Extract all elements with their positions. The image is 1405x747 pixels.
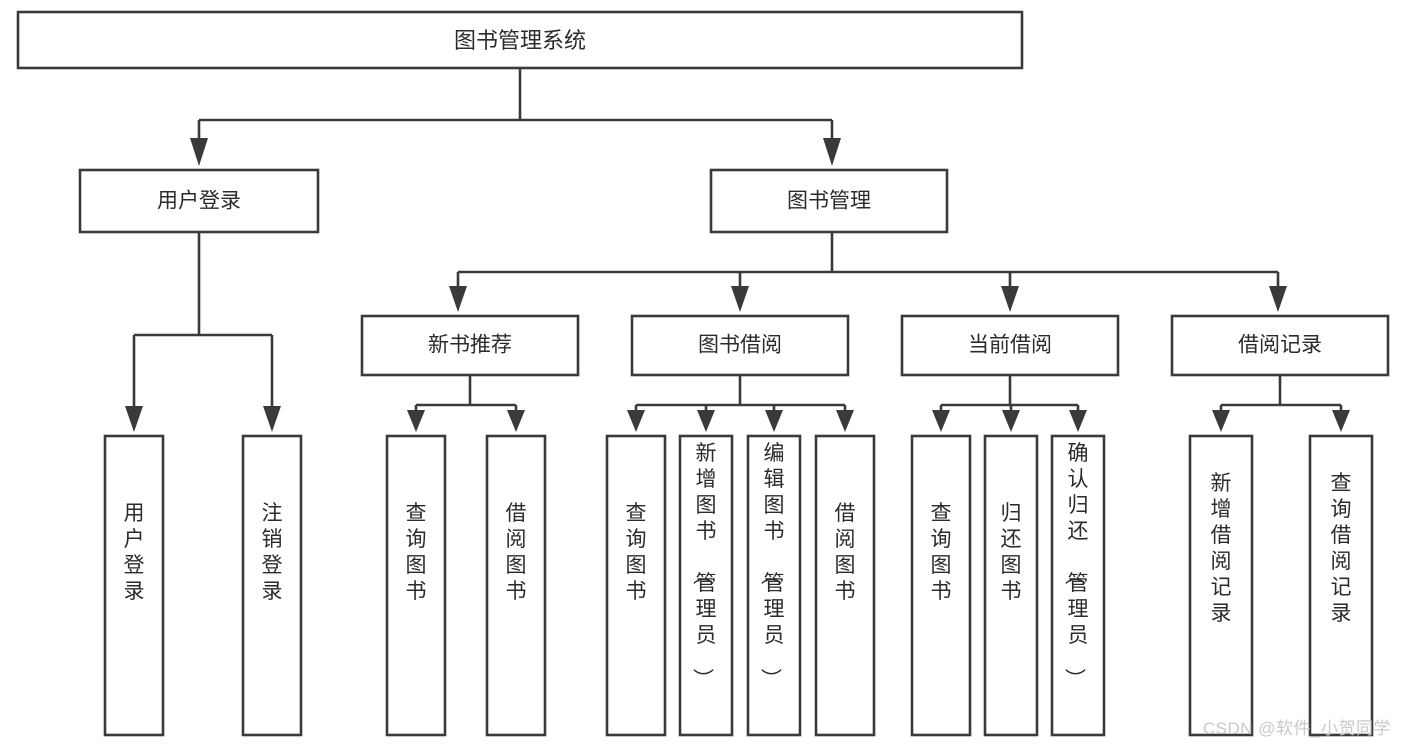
leaf-borrow-book-newbook-box[interactable] (485, 434, 547, 737)
node-user-login-box[interactable] (78, 168, 320, 234)
arrow-head-userlogin-leaf2 (263, 406, 281, 432)
leaf-query-book-borrow-label: 查询图书 (626, 502, 647, 603)
node-book-management-label: 图书管理 (787, 190, 871, 213)
leaf-borrow-book-borrow[interactable]: 借阅图书 (814, 434, 876, 737)
leaf-borrow-book-borrow-label: 借阅图书 (835, 502, 856, 603)
node-book-management-box[interactable] (709, 168, 949, 234)
leaf-user-login-label: 用户登录 (124, 502, 145, 603)
leaf-add-borrow-record-box[interactable] (1188, 434, 1254, 737)
leaf-logout[interactable]: 注销登录 (241, 434, 303, 737)
connector-layer (125, 68, 1350, 432)
arrow-head-current-leaf3 (1069, 410, 1087, 432)
leaf-confirm-return-admin[interactable]: 确认归还（管理员） (1050, 434, 1106, 737)
arrow-head-userlogin-leaf1 (125, 406, 143, 432)
node-borrow-records-box[interactable] (1170, 314, 1390, 377)
leaf-query-book-current-box[interactable] (910, 434, 972, 737)
leaf-add-book-admin-box[interactable] (678, 434, 734, 737)
leaf-add-book-admin[interactable]: 新增图书（管理员） (678, 434, 734, 737)
leaf-return-book-box[interactable] (983, 434, 1039, 737)
leaf-logout-box[interactable] (241, 434, 303, 737)
arrow-head-records (1269, 286, 1287, 312)
leaf-edit-book-admin-box[interactable] (746, 434, 802, 737)
node-book-borrow-label: 图书借阅 (698, 334, 782, 357)
leaf-add-book-admin-label: 新增图书（管理员） (691, 442, 717, 689)
leaf-return-book-label: 归还图书 (1001, 502, 1022, 603)
leaf-borrow-book-newbook-label: 借阅图书 (506, 502, 527, 603)
arrow-head-newbook (449, 286, 467, 312)
leaf-user-login-box[interactable] (103, 434, 165, 737)
leaf-confirm-return-admin-label: 确认归还（管理员） (1063, 442, 1089, 689)
node-new-book-recommend-label: 新书推荐 (428, 334, 512, 357)
leaf-query-book-newbook-box[interactable] (385, 434, 447, 737)
leaf-borrow-book-borrow-box[interactable] (814, 434, 876, 737)
node-current-borrow-box[interactable] (900, 314, 1120, 377)
leaf-add-borrow-record[interactable]: 新增借阅记录 (1188, 434, 1254, 737)
node-current-borrow-label: 当前借阅 (968, 334, 1052, 357)
node-new-book-recommend[interactable]: 新书推荐 (360, 314, 580, 377)
node-borrow-records-label: 借阅记录 (1238, 334, 1322, 357)
leaf-user-login[interactable]: 用户登录 (103, 434, 165, 737)
leaf-query-book-newbook-label: 查询图书 (406, 502, 427, 603)
arrow-head-borrow-leaf2 (697, 410, 715, 432)
leaf-logout-label: 注销登录 (262, 502, 283, 603)
arrow-head-borrow-leaf1 (627, 410, 645, 432)
arrow-head-records-leaf2 (1332, 410, 1350, 432)
arrow-head-borrow-leaf3 (765, 410, 783, 432)
node-root-label: 图书管理系统 (454, 28, 586, 53)
arrow-head-current-leaf2 (1002, 410, 1020, 432)
leaf-query-book-current[interactable]: 查询图书 (910, 434, 972, 737)
node-book-borrow-box[interactable] (630, 314, 850, 377)
node-root-box[interactable] (16, 10, 1024, 70)
leaf-query-borrow-record[interactable]: 查询借阅记录 (1308, 434, 1374, 737)
watermark-text: CSDN @软件_小贺同学 (1202, 719, 1391, 738)
node-current-borrow[interactable]: 当前借阅 (900, 314, 1120, 377)
node-user-login[interactable]: 用户登录 (78, 168, 320, 234)
node-borrow-records[interactable]: 借阅记录 (1170, 314, 1390, 377)
arrow-head-current (1001, 286, 1019, 312)
node-user-login-label: 用户登录 (157, 190, 241, 213)
node-root-system[interactable]: 图书管理系统 (16, 10, 1024, 70)
arrow-head-user-login (190, 138, 208, 166)
arrow-head-borrow-leaf4 (836, 410, 854, 432)
node-new-book-recommend-box[interactable] (360, 314, 580, 377)
leaf-query-borrow-record-box[interactable] (1308, 434, 1374, 737)
leaf-query-book-borrow[interactable]: 查询图书 (605, 434, 667, 737)
leaf-edit-book-admin[interactable]: 编辑图书（管理员） (746, 434, 802, 737)
node-book-borrow[interactable]: 图书借阅 (630, 314, 850, 377)
leaf-confirm-return-admin-box[interactable] (1050, 434, 1106, 737)
arrow-head-borrow (731, 286, 749, 312)
leaf-query-borrow-record-label: 查询借阅记录 (1331, 472, 1352, 625)
arrow-head-book-mgmt (823, 138, 841, 166)
node-book-management[interactable]: 图书管理 (709, 168, 949, 234)
leaf-query-book-current-label: 查询图书 (931, 502, 952, 603)
leaf-return-book[interactable]: 归还图书 (983, 434, 1039, 737)
leaf-add-borrow-record-label: 新增借阅记录 (1211, 472, 1232, 625)
arrow-head-newbook-leaf1 (407, 410, 425, 432)
arrow-head-newbook-leaf2 (507, 410, 525, 432)
leaf-query-book-newbook[interactable]: 查询图书 (385, 434, 447, 737)
leaf-query-book-borrow-box[interactable] (605, 434, 667, 737)
arrow-head-records-leaf1 (1212, 410, 1230, 432)
leaf-edit-book-admin-label: 编辑图书（管理员） (759, 442, 785, 689)
arrow-head-current-leaf1 (932, 410, 950, 432)
leaf-borrow-book-newbook[interactable]: 借阅图书 (485, 434, 547, 737)
